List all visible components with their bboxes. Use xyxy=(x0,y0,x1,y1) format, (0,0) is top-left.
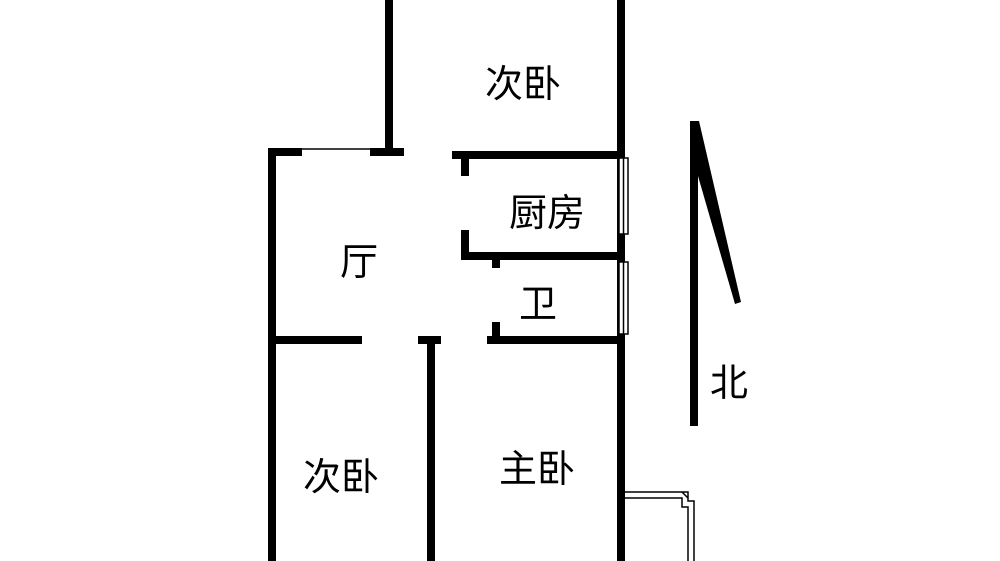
balcony xyxy=(625,491,695,561)
label-secondary-bedroom-top: 次卧 xyxy=(485,62,561,106)
walls xyxy=(268,0,625,561)
balcony-outer xyxy=(625,491,695,561)
label-bathroom: 卫 xyxy=(519,282,557,326)
label-north: 北 xyxy=(710,361,748,405)
north-arrow-shape xyxy=(690,121,741,426)
label-living-room: 厅 xyxy=(340,240,378,284)
balcony-inner xyxy=(625,497,689,561)
balcony-corner-tick xyxy=(681,491,689,499)
east-windows xyxy=(618,157,629,335)
label-kitchen: 厨房 xyxy=(509,191,585,235)
room-labels: 次卧 厨房 厅 卫 次卧 主卧 北 xyxy=(303,62,748,499)
label-secondary-bedroom-bottom: 次卧 xyxy=(303,455,379,499)
label-master-bedroom: 主卧 xyxy=(499,447,575,491)
north-arrow-icon xyxy=(690,121,741,426)
